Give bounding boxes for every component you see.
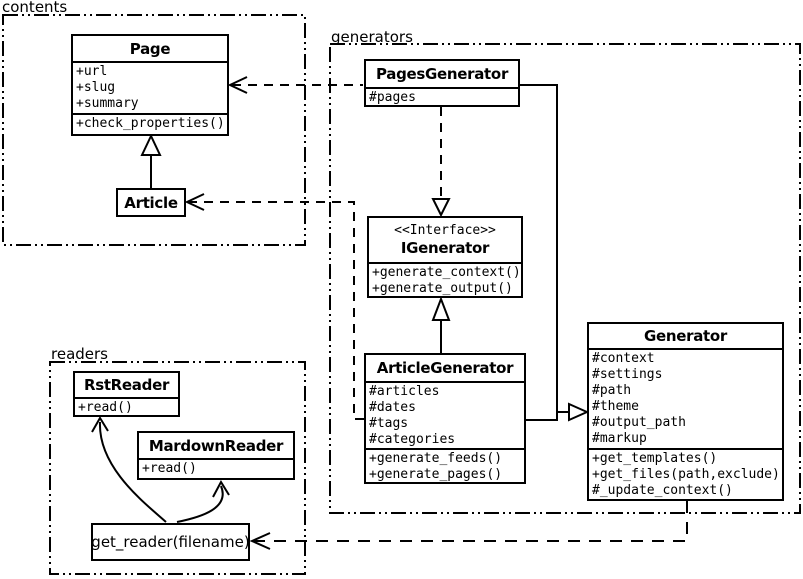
method: #_update_context(): [592, 483, 733, 498]
class-mardownreader-title: MardownReader: [148, 436, 284, 455]
class-articlegenerator-title: ArticleGenerator: [376, 359, 514, 377]
attribute: #pages: [369, 90, 416, 105]
attribute: #output_path: [592, 415, 686, 430]
package-generators-border: [329, 43, 801, 514]
class-pagesgenerator-attributes: #pages: [366, 87, 518, 105]
class-generator-title: Generator: [643, 327, 728, 345]
generalization-articlegenerator-to-igenerator-arrowhead: [431, 296, 451, 321]
class-page-title: Page: [129, 39, 171, 58]
attribute: #context: [592, 351, 655, 366]
realization-pagesgenerator-to-igenerator-arrowhead: [431, 198, 451, 218]
node-get-reader-label: get_reader(filename): [91, 533, 250, 551]
arrow-getreader-to-mardownreader-arrowhead: [212, 479, 230, 498]
dependency-generator-to-getreader-arrowhead: [249, 532, 271, 550]
package-readers-border: [49, 361, 306, 575]
dependency-articlegenerator-to-article-arrowhead: [184, 193, 205, 211]
dependency-articlegenerator-to-article-line: [189, 201, 364, 420]
arrow-getreader-to-mardownreader-line: [176, 485, 224, 523]
method: +get_templates(): [592, 451, 718, 466]
class-article-title: Article: [124, 193, 178, 212]
class-pagesgenerator: PagesGenerator #pages: [364, 59, 520, 107]
class-article: Article: [116, 188, 186, 217]
class-igenerator-name: IGenerator: [400, 239, 490, 257]
attribute: #settings: [592, 367, 663, 382]
class-rstreader-title: RstReader: [83, 376, 170, 394]
class-generator: Generator #context #settings #path #them…: [587, 322, 784, 501]
method: +generate_pages(): [369, 467, 503, 482]
class-page-methods: +check_properties(): [73, 113, 227, 134]
attribute: +url: [76, 64, 108, 79]
class-generator-attributes: #context #settings #path #theme #output_…: [589, 348, 782, 448]
attribute: +summary: [76, 96, 139, 111]
generalization-to-generator-line: [520, 84, 558, 421]
class-articlegenerator-methods: +generate_feeds() +generate_pages(): [366, 448, 524, 482]
attribute: #tags: [369, 416, 409, 431]
method: +generate_output(): [372, 281, 513, 296]
method: +read(): [78, 400, 133, 415]
class-generator-methods: +get_templates() +get_files(path,exclude…: [589, 448, 782, 499]
attribute: #dates: [369, 400, 416, 415]
attribute: #articles: [369, 384, 440, 399]
arrow-getreader-to-rstreader-line: [98, 421, 167, 523]
method: +check_properties(): [76, 116, 225, 131]
class-articlegenerator-attributes: #articles #dates #tags #categories: [366, 381, 524, 448]
generalization-to-generator-arrowhead: [568, 402, 590, 422]
class-rstreader: RstReader +read(): [73, 371, 180, 417]
class-page: Page +url +slug +summary +check_properti…: [71, 34, 229, 136]
arrow-getreader-to-rstreader-arrowhead: [91, 416, 109, 433]
package-label-contents: contents: [2, 0, 68, 16]
class-page-attributes: +url +slug +summary: [73, 61, 227, 113]
method: +read(): [142, 461, 197, 476]
class-igenerator-stereotype: <<Interface>>: [394, 223, 496, 238]
class-pagesgenerator-title: PagesGenerator: [375, 65, 509, 83]
generalization-article-to-page-arrowhead: [140, 133, 162, 156]
dependency-pagesgenerator-to-page-arrowhead: [227, 76, 248, 94]
class-rstreader-methods: +read(): [75, 397, 178, 415]
attribute: #theme: [592, 399, 639, 414]
class-igenerator-title: <<Interface>> IGenerator: [369, 218, 521, 262]
node-get-reader: get_reader(filename): [91, 523, 250, 561]
class-igenerator: <<Interface>> IGenerator +generate_conte…: [367, 216, 523, 298]
method: +generate_context(): [372, 265, 521, 280]
class-igenerator-methods: +generate_context() +generate_output(): [369, 262, 521, 296]
class-mardownreader-methods: +read(): [139, 458, 293, 478]
package-contents-border: [2, 14, 306, 246]
package-label-generators: generators: [331, 28, 413, 46]
method: +generate_feeds(): [369, 451, 503, 466]
class-articlegenerator: ArticleGenerator #articles #dates #tags …: [364, 353, 526, 484]
dependency-generator-to-getreader-line: [253, 501, 688, 542]
attribute: #path: [592, 383, 632, 398]
class-mardownreader: MardownReader +read(): [137, 431, 295, 480]
attribute: #categories: [369, 432, 456, 447]
attribute: #markup: [592, 431, 647, 446]
method: +get_files(path,exclude): [592, 467, 780, 482]
package-label-readers: readers: [51, 345, 108, 363]
attribute: +slug: [76, 80, 116, 95]
